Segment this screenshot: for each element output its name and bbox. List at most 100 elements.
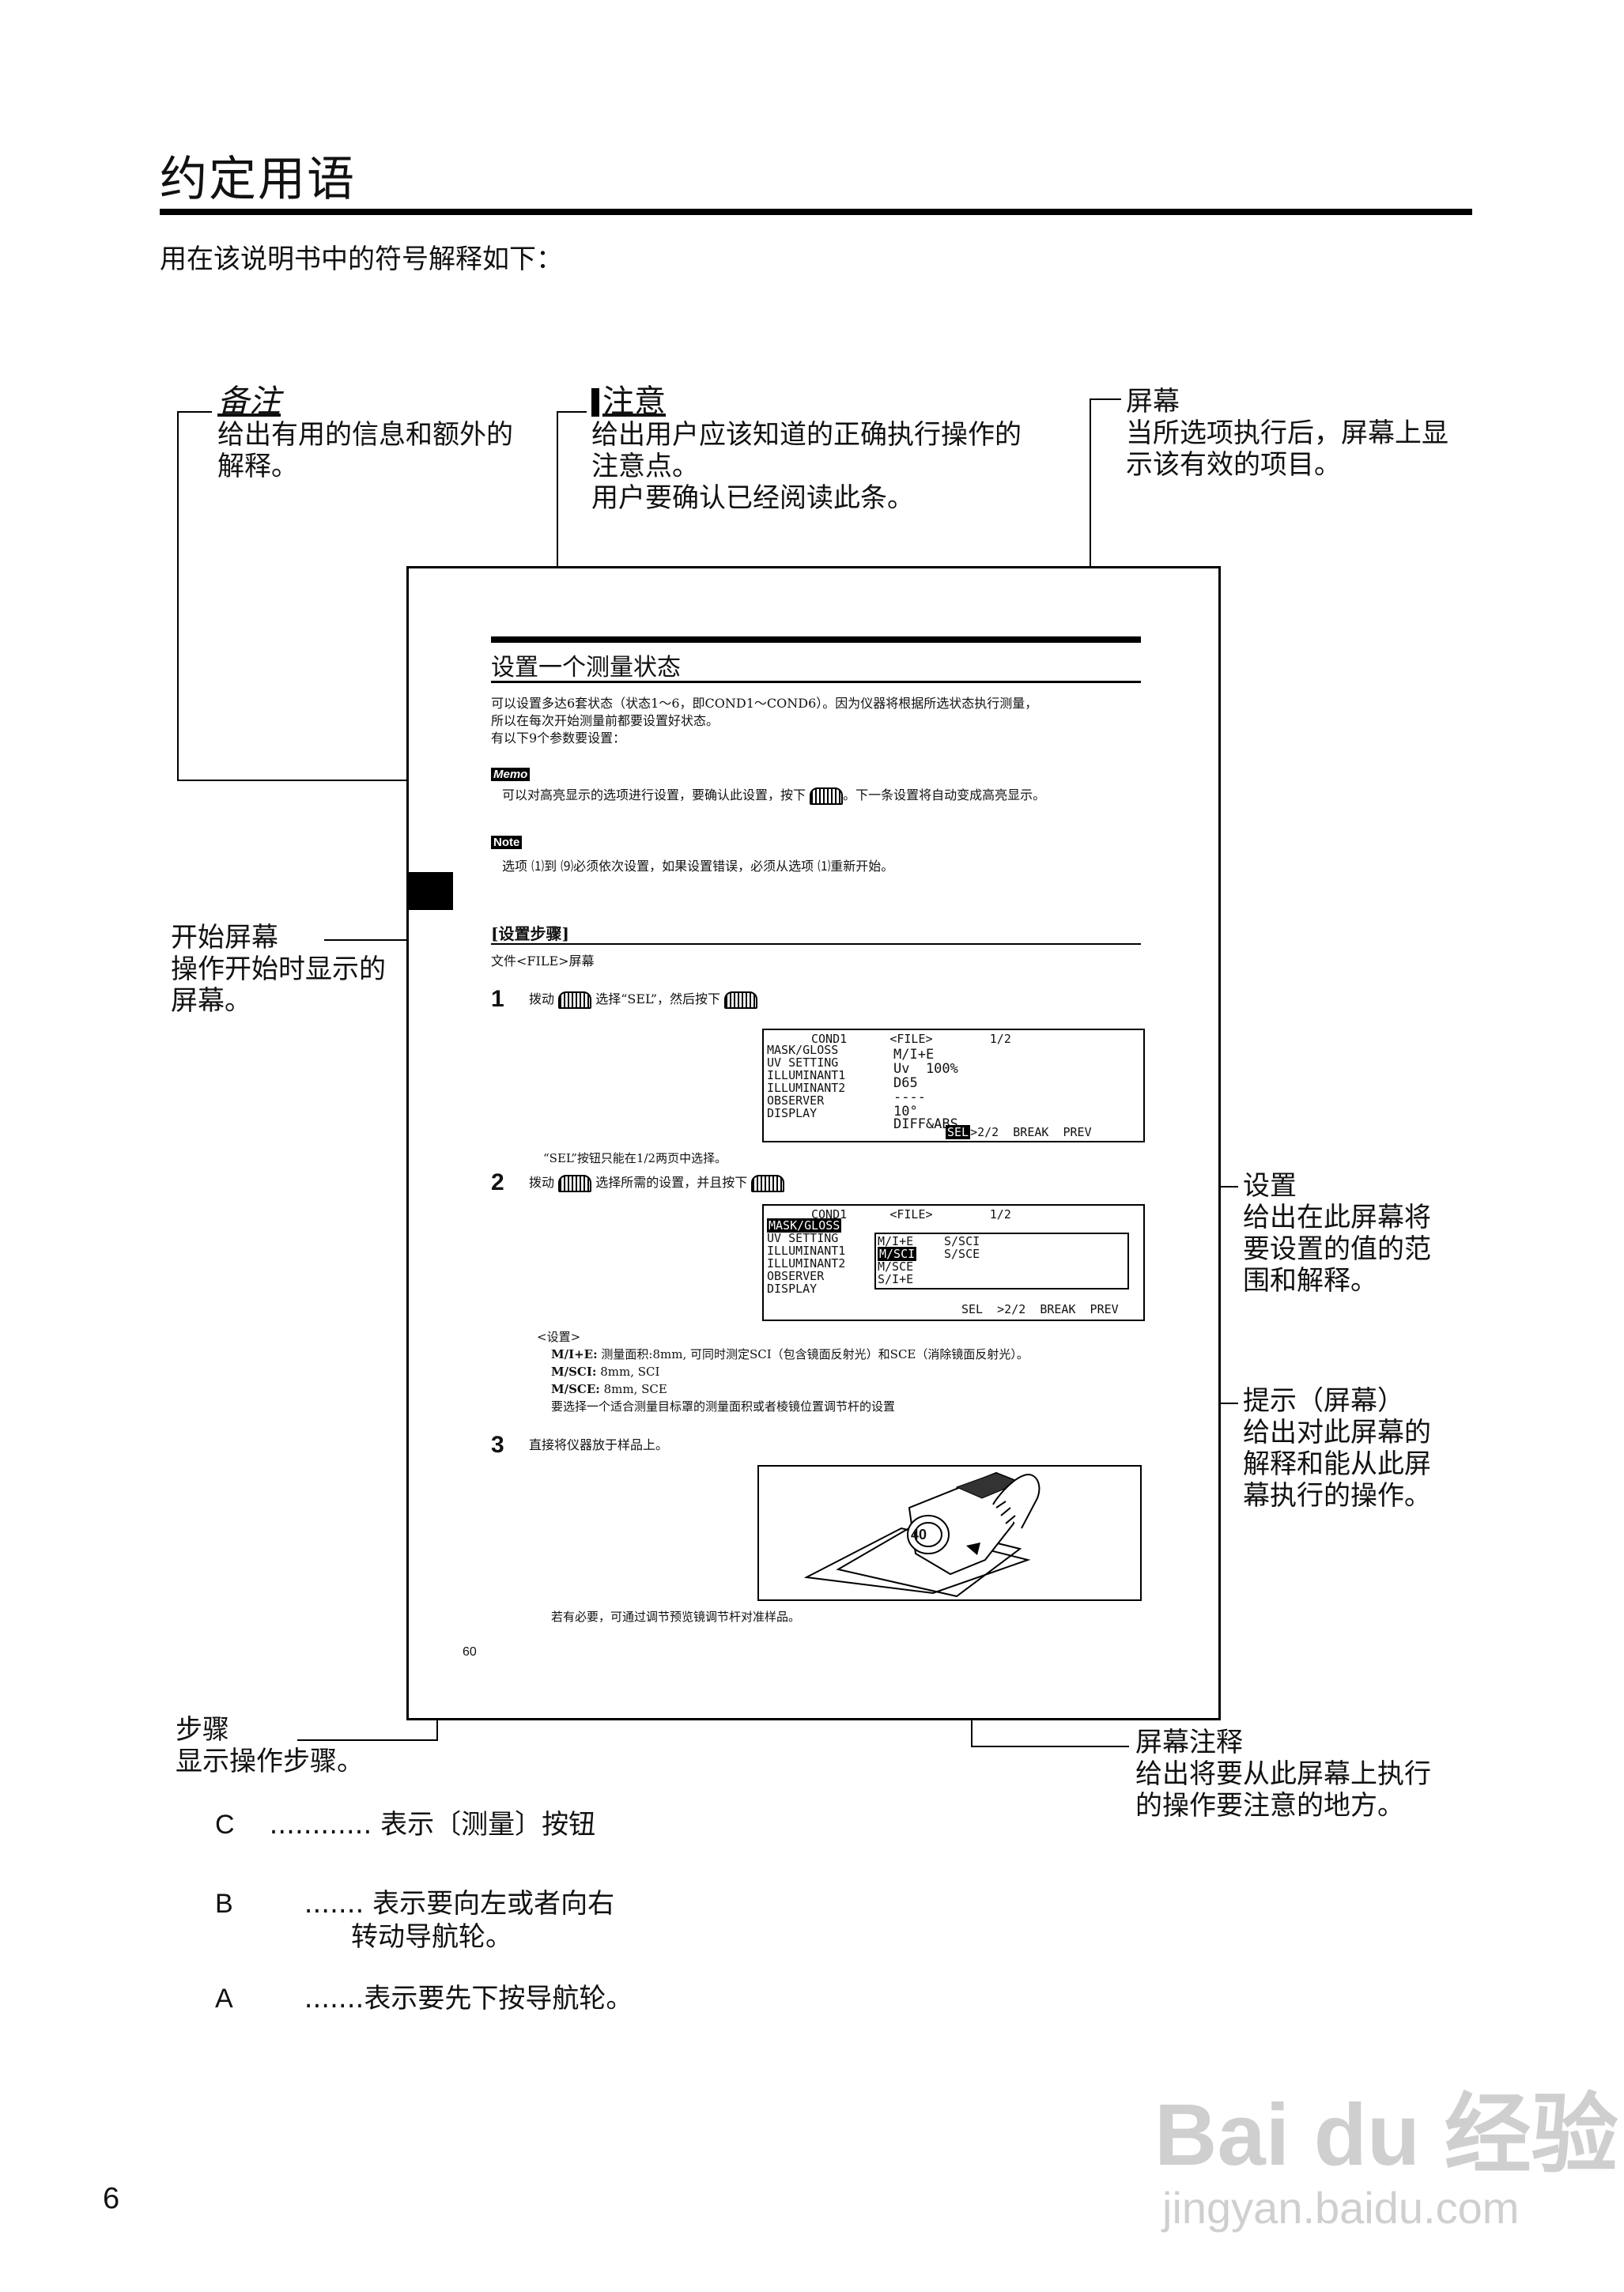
legend-dots: ............ [269, 1809, 372, 1841]
option-item-selected: M/SCI [878, 1247, 917, 1261]
instrument-label: 40 [911, 1527, 927, 1542]
screen2-item: ILLUMINANT1 [767, 1244, 846, 1258]
step2-number: 2 [491, 1169, 504, 1195]
hint-line2: 解释和能从此屏 [1243, 1448, 1431, 1480]
memo-leader-h2 [177, 780, 493, 781]
screen2-item-selected: MASK/GLOSS [767, 1218, 842, 1233]
photo-caption: 若有必要，可通过调节预览镜调节杆对准样品。 [551, 1610, 801, 1624]
step-line1: 显示操作步骤。 [176, 1746, 364, 1777]
lcd-screen-1: COND1 <FILE> 1/2 MASK/GLOSS UV SETTING I… [762, 1029, 1145, 1142]
legend-key: B [215, 1889, 233, 1919]
screen1-value: 10° [893, 1104, 918, 1120]
section-marker-block [409, 872, 453, 910]
start-screen-callout: 开始屏幕 操作开始时显示的 屏幕。 [171, 922, 386, 1017]
page-title: 约定用语 [160, 152, 356, 207]
sample-file-screen: 文件<FILE>屏幕 [491, 953, 595, 969]
screen-callout-line2: 示该有效的项目。 [1126, 449, 1341, 481]
screen1-value: D65 [893, 1075, 918, 1091]
screen1-item: MASK/GLOSS [767, 1043, 839, 1057]
legend-text: 表示要向左或者向右 [372, 1888, 615, 1920]
sample-para3: 有以下9个参数要设置： [491, 731, 626, 746]
note-tag: 注意 [591, 386, 666, 417]
nav-wheel-icon [558, 1174, 592, 1192]
screen1-header: COND1 <FILE> 1/2 [811, 1032, 1011, 1046]
instrument-on-sample-icon [803, 1471, 1040, 1598]
start-screen-line2: 屏幕。 [171, 985, 251, 1017]
legend-row-a: A.......表示要先下按导航轮。 [215, 1977, 633, 2015]
screen-note-title: 屏幕注释 [1135, 1727, 1243, 1758]
legend-text: 表示〔测量〕按钮 [380, 1809, 596, 1841]
setting-line2: 要设置的值的范 [1243, 1233, 1431, 1265]
screen2-footer: SEL >2/2 BREAK PREV [961, 1302, 1119, 1316]
watermark-logo: Bai du 经验 [1154, 2086, 1618, 2184]
title-rule [160, 209, 1472, 215]
setting-line3: 围和解释。 [1243, 1265, 1377, 1297]
section-rule [491, 943, 1141, 945]
note-callout: 注意 给出用户应该知道的正确执行操作的 注意点。 用户要确认已经阅读此条。 [591, 386, 1022, 514]
screen2-item: OBSERVER [767, 1269, 825, 1283]
screen2-item: UV SETTING [767, 1231, 839, 1245]
legend-dots: ....... [304, 1983, 364, 2014]
screen2-header: COND1 <FILE> 1/2 [811, 1207, 1011, 1222]
sample-rule-bottom [491, 681, 1141, 683]
nav-wheel-icon [558, 991, 592, 1009]
sample-page: 设置一个测量状态 可以设置多达6套状态（状态1～6，即COND1～COND6）。… [406, 566, 1221, 1720]
step1-note: “SEL”按钮只能在1/2两页中选择。 [543, 1151, 727, 1165]
page-number: 6 [103, 2182, 120, 2215]
memo-leader-v [177, 411, 179, 780]
intro-text: 用在该说明书中的符号解释如下： [160, 244, 563, 275]
nav-wheel-press-icon [751, 1174, 785, 1192]
sample-section: [设置步骤] [491, 924, 569, 943]
screen1-item: UV SETTING [767, 1055, 839, 1070]
screen2-item: DISPLAY [767, 1282, 818, 1296]
screen-note-line1: 给出将要从此屏幕上执行 [1135, 1758, 1431, 1790]
settings-head: <设置> [537, 1330, 581, 1344]
screen1-footer: SEL>2/2 BREAK PREV [946, 1125, 1092, 1139]
sample-note-text: 选项 ⑴到 ⑼必须依次设置，如果设置错误，必须从选项 ⑴重新开始。 [502, 859, 894, 874]
memo-callout: 备注 给出有用的信息和额外的 解释。 [217, 386, 513, 482]
screen1-item: ILLUMINANT2 [767, 1081, 846, 1095]
legend-key: C [215, 1810, 235, 1840]
step3-number: 3 [491, 1432, 504, 1458]
lcd-screen-2: COND1 <FILE> 1/2 MASK/GLOSS UV SETTING I… [762, 1204, 1145, 1321]
hint-callout: 提示（屏幕） 给出对此屏幕的 解释和能从此屏 幕执行的操作。 [1243, 1385, 1431, 1512]
hint-title: 提示（屏幕） [1243, 1385, 1404, 1417]
option-item: S/I+E [878, 1272, 914, 1286]
hint-line3: 幕执行的操作。 [1243, 1480, 1431, 1512]
sample-para1: 可以设置多达6套状态（状态1～6，即COND1～COND6）。因为仪器将根据所选… [491, 696, 1038, 711]
sample-page-number: 60 [463, 1645, 477, 1659]
memo-tag: 备注 [217, 383, 281, 420]
step-callout: 步骤 显示操作步骤。 [176, 1714, 364, 1777]
memo-line1: 给出有用的信息和额外的 [217, 419, 513, 451]
screen1-item: DISPLAY [767, 1106, 818, 1120]
legend-text: 表示要先下按导航轮。 [364, 1983, 633, 2014]
note-line1: 给出用户应该知道的正确执行操作的 [591, 419, 1022, 451]
screen-callout-title: 屏幕 [1126, 386, 1180, 417]
note-line3: 用户要确认已经阅读此条。 [591, 482, 914, 514]
sample-memo-text: 可以对高亮显示的选项进行设置，要确认此设置，按下 。下一条设置将自动变成高亮显示… [502, 787, 1045, 805]
start-screen-title: 开始屏幕 [171, 922, 278, 953]
sample-rule-top [491, 636, 1141, 643]
screen1-value: Uv 100% [893, 1061, 958, 1077]
screen-note-line2: 的操作要注意的地方。 [1135, 1790, 1404, 1822]
legend-dots: ....... [304, 1888, 364, 1920]
screen-note-leader-h [971, 1746, 1129, 1747]
screen-leader-h [1090, 398, 1121, 400]
options-popup: M/I+E M/SCI M/SCE S/I+E S/SCI S/SCE [874, 1233, 1129, 1289]
step-leader-h [297, 1739, 438, 1741]
screen1-value: DIFF&ABS [893, 1116, 958, 1132]
memo-line2: 解释。 [217, 451, 298, 482]
option-item: S/SCI [944, 1234, 980, 1248]
note-leader-h [557, 411, 587, 413]
sample-title: 设置一个测量状态 [491, 654, 681, 682]
setting-line1: 给出在此屏幕将 [1243, 1202, 1431, 1233]
setting-row: M/SCE: 8mm, SCE [551, 1382, 667, 1396]
option-item: M/SCE [878, 1259, 914, 1274]
screen-callout: 屏幕 当所选项执行后，屏幕上显 示该有效的项目。 [1126, 386, 1448, 481]
step3-text: 直接将仪器放于样品上。 [529, 1437, 669, 1452]
screen1-item: OBSERVER [767, 1093, 825, 1108]
legend-row-b-cont: 转动导航轮。 [351, 1921, 512, 1953]
legend-key: A [215, 1984, 233, 2014]
step2-text: 拨动 选择所需的设置，并且按下 [529, 1174, 785, 1192]
step-title: 步骤 [176, 1714, 229, 1746]
